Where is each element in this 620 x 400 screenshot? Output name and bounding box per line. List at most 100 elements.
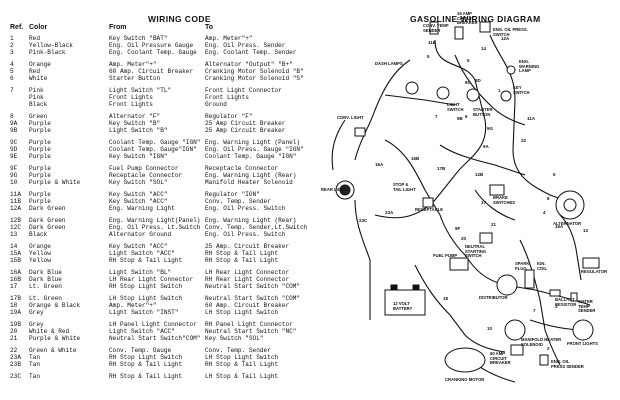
row-ref: 22 [10,347,18,354]
row-color: Yellow-Black [29,42,73,49]
row-color: Yellow [29,250,51,257]
row-to: Eng. Coolant Temp. Sender [205,49,297,56]
row-color: Tan [29,354,40,361]
wire-number-label: 5 [427,54,430,59]
row-from: Alternator Ground [109,231,172,238]
conv-temp-icon [429,21,439,35]
row-ref: 1 [10,35,14,42]
wire-number-label: 6 [465,114,468,119]
header-to: To [205,24,214,31]
row-from: RH Stop Light Switch [109,283,183,290]
battery-post [390,284,398,291]
row-ref: 7 [10,87,14,94]
harness-wire [454,54,526,126]
wire-number-label: 13 [583,228,589,233]
wire-number-label: 9G [487,126,494,131]
row-ref: 9G [10,172,18,179]
row-ref: 9F [10,165,18,172]
row-color: Purple [29,139,51,146]
row-ref: 9C [10,139,18,146]
row-from: Neutral Start Switch"COM" [109,335,201,342]
header-from: From [109,24,127,31]
row-to: RH Stop & Tail Light [205,361,279,368]
row-to: Conv. Temp. Sender [205,198,271,205]
row-ref: 6 [10,75,14,82]
row-to: Cranking Motor Solenoid "B" [205,68,304,75]
row-to: LH Stop Light Switch [205,309,279,316]
conv-light-icon [354,127,366,137]
row-ref: 21 [10,335,18,342]
wire-number-label: 15A [555,224,564,229]
row-from: RH Stop Light Switch [109,354,183,361]
row-ref: 20 [10,328,18,335]
row-color: Dark Green [29,205,66,212]
wire-number-label: 9B [457,116,464,121]
row-from: Light Switch "BL" [109,269,172,276]
wire-number-label: 17B [437,166,446,171]
row-ref: 5 [10,68,14,75]
row-color: Purple [29,146,51,153]
row-to: Eng. Warning Light (Panel) [205,139,301,146]
row-from: Coolant Temp. Gauge "IGN" [109,139,201,146]
row-from: Light Switch "ACC" [109,328,175,335]
row-from: Light Switch "B" [109,127,168,134]
row-from: Eng. Oil Press. Lt.Switch [109,224,201,231]
header-color: Color [29,24,48,31]
wire-number-label: 14 [481,46,487,51]
wire-number-label: 16A [375,162,384,167]
row-color: Dark Green [29,217,66,224]
distributor-icon [496,274,518,296]
battery-icon [384,289,426,316]
row-to: LH Stop Light Switch [205,354,279,361]
row-ref: 12B [10,217,21,224]
row-ref: 23C [10,373,21,380]
label-conv-light: CONV. LIGHT [337,115,364,120]
wire-number-label: 7 [533,308,536,313]
row-ref: 11A [10,191,21,198]
row-from: Key Switch "B" [109,120,161,127]
row-from: Front Lights [109,94,153,101]
diagram-title: GASOLINE WIRING DIAGRAM [410,14,541,24]
row-ref: 19B [10,321,21,328]
harness-wire [559,214,582,281]
brake-switch-icon [489,184,505,196]
wire-number-label: 23C [359,218,368,223]
row-from: Key Switch "IGN" [109,153,168,160]
neutral-switch-icon [479,232,493,244]
warning-lamp-icon [506,65,516,75]
row-to: Cranking Motor Solenoid "S" [205,75,304,82]
row-from: Starter Button [109,75,161,82]
cranking-motor-icon [444,347,486,373]
row-from: Front Lights [109,101,153,108]
row-color: Pink [29,87,44,94]
row-to: Eng. Oil Press. Switch [205,231,286,238]
harness-wire [354,199,371,320]
row-color: Dark Blue [29,276,62,283]
row-ref: 12A [10,205,21,212]
row-ref: 13 [10,231,18,238]
row-color: Green & White [29,347,77,354]
front-light-icon [504,319,526,341]
wire-number-label: 12B [475,172,484,177]
row-to: Eng. Oil Press. Sender [205,42,286,49]
row-to: Front Lights [205,94,249,101]
row-ref: 18 [10,302,18,309]
row-color: Lt. Green [29,295,62,302]
